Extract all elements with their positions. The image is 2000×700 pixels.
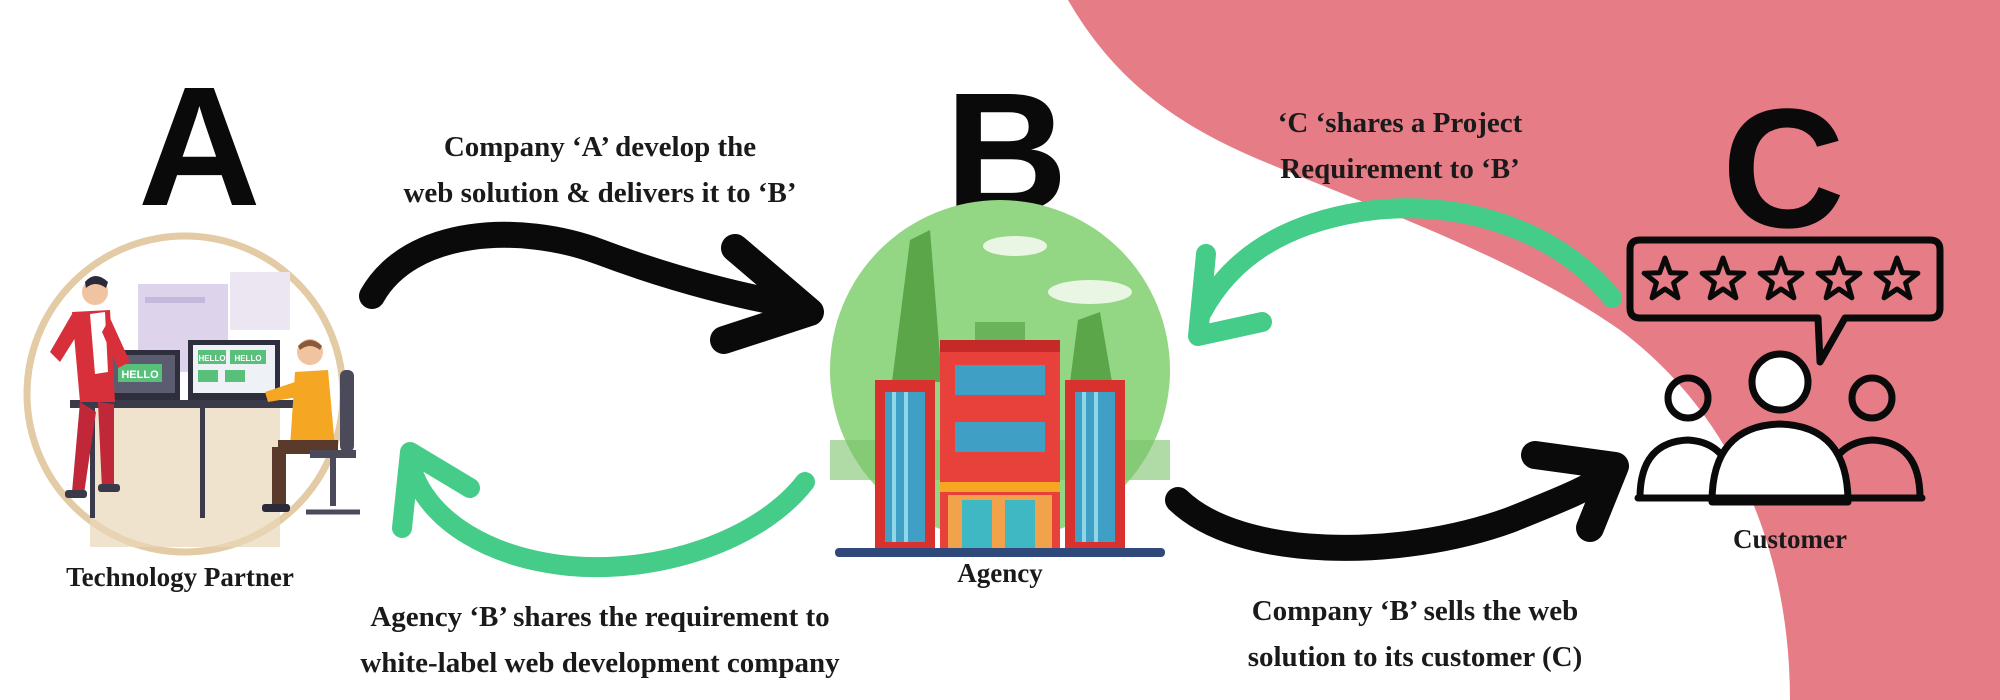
- customer-person-right: [1848, 374, 1896, 422]
- star-icon: [1815, 255, 1863, 301]
- screen-text-2: HELLO: [198, 354, 225, 363]
- customer-label: Customer: [1733, 524, 1847, 554]
- caption-b-to-c: Company ‘B’ sells the web solution to it…: [1247, 595, 1583, 673]
- letter-a: A: [138, 52, 261, 242]
- screen-text-1: HELLO: [121, 369, 159, 381]
- star-icon: [1641, 255, 1689, 301]
- customer-person-left: [1664, 374, 1712, 422]
- star-icon: [1757, 255, 1805, 301]
- agency-label: Agency: [957, 558, 1043, 588]
- screen-text-3: HELLO: [234, 354, 261, 363]
- letter-c: C: [1722, 74, 1845, 264]
- customer-person-center: [1748, 350, 1812, 414]
- monitor-screen-1: [118, 364, 162, 382]
- caption-b-to-a: Agency ‘B’ shares the requirement to whi…: [360, 601, 840, 679]
- technology-partner-label: Technology Partner: [66, 562, 294, 592]
- star-icon: [1873, 255, 1921, 301]
- agency-building-illustration: [830, 200, 1170, 557]
- technology-partner-illustration: HELLO HELLO HELLO: [23, 232, 360, 556]
- customer-group-icon: [1626, 236, 1944, 506]
- rating-bubble: [1626, 236, 1944, 366]
- rating-stars: [1641, 255, 1921, 301]
- caption-c-to-b: ‘C ‘shares a Project Requirement to ‘B’: [1277, 107, 1523, 185]
- caption-a-to-b: Company ‘A’ develop the web solution & d…: [403, 131, 797, 209]
- star-icon: [1699, 255, 1747, 301]
